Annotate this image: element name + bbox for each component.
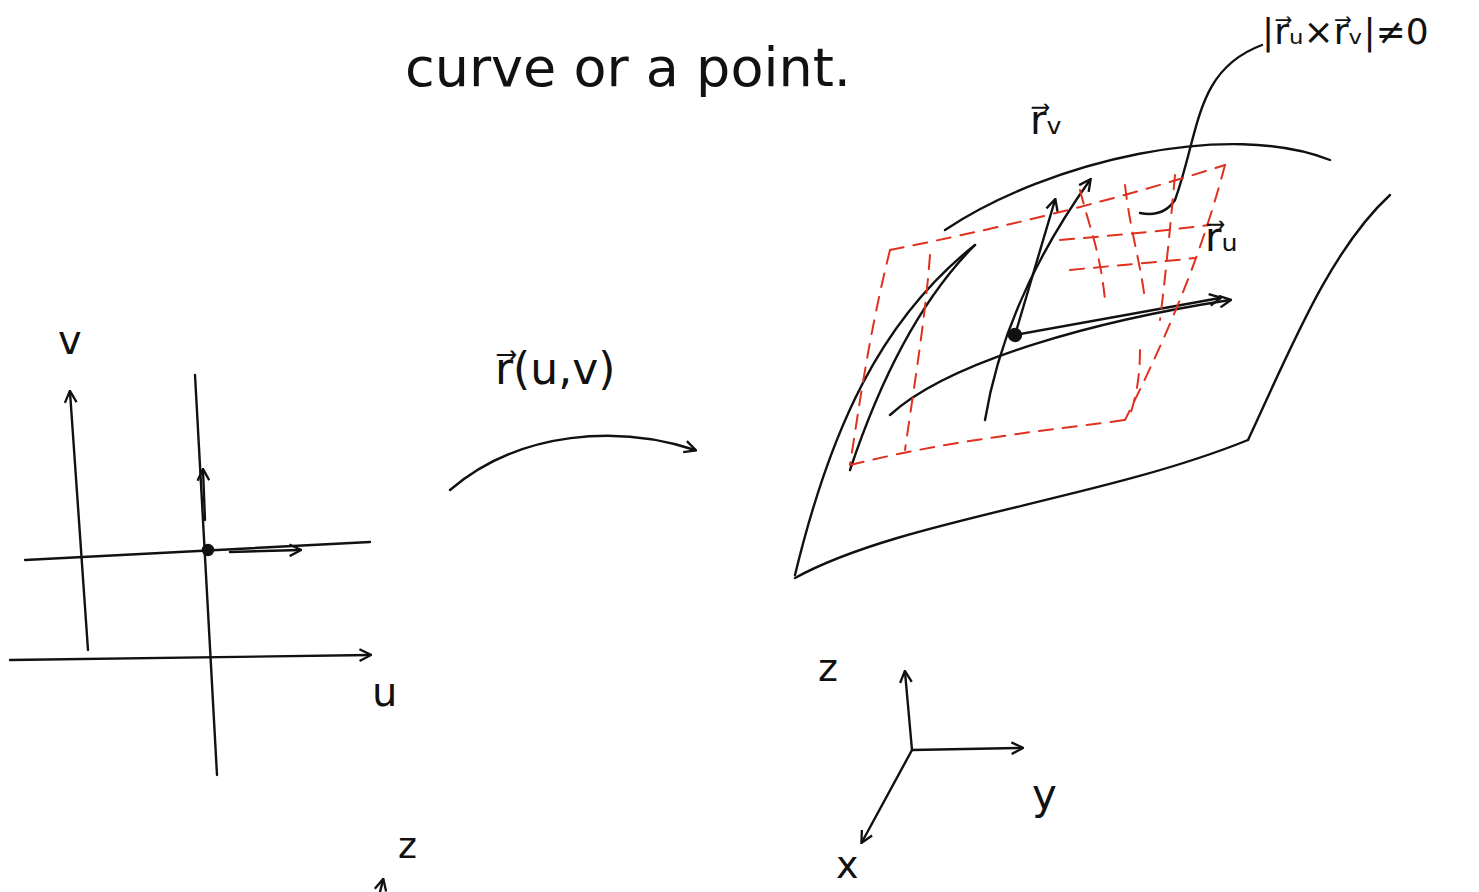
rv-vector xyxy=(1015,200,1055,335)
v-axis xyxy=(70,392,88,650)
axis-label: z xyxy=(818,648,838,690)
v-line xyxy=(195,375,217,775)
leader-line xyxy=(1140,45,1262,214)
cross-product-note: |r⃗ᵤ×r⃗ᵥ|≠0 xyxy=(1262,12,1429,52)
ru-vector xyxy=(1015,298,1220,335)
axis-label: y xyxy=(1032,772,1057,818)
surface-patch xyxy=(850,165,1225,465)
axis-label: v xyxy=(58,318,82,362)
z-axis xyxy=(905,672,912,750)
mapping-arrow xyxy=(450,436,695,490)
vector-label: r⃗ᵥ xyxy=(1030,98,1063,142)
axis-label: z xyxy=(398,826,417,866)
vector-label: r⃗ᵤ xyxy=(1205,215,1238,259)
u-line xyxy=(25,542,370,560)
u-curve xyxy=(890,300,1230,415)
u-axis xyxy=(10,655,370,660)
axis-label: u xyxy=(372,670,397,714)
v-curve xyxy=(985,180,1090,420)
map-label: r⃗(u,v) xyxy=(495,345,615,393)
x-axis xyxy=(862,750,912,842)
surface-outline xyxy=(945,144,1330,230)
y-axis xyxy=(912,748,1022,750)
partial-z-axis xyxy=(380,880,383,892)
axis-label: x xyxy=(836,845,859,887)
caption-text: curve or a point. xyxy=(405,38,851,97)
